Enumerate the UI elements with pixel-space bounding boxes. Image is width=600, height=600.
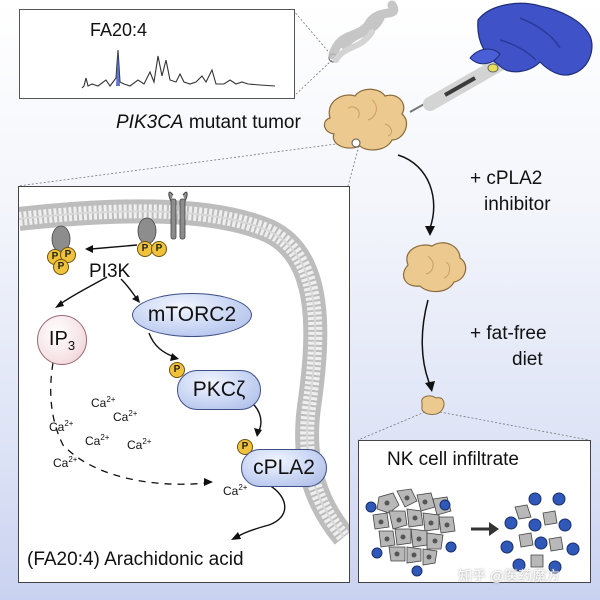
mtorc2-label: mTORC2 <box>147 303 237 326</box>
probe-band <box>444 76 476 97</box>
nk-title: NK cell infiltrate <box>387 449 519 470</box>
spectrum-label: FA20:4 <box>90 20 148 40</box>
zoom-line-left <box>17 141 352 187</box>
probe-button <box>487 63 499 73</box>
mtorc2-node: mTORC2 <box>132 293 252 337</box>
calcium-ion: Ca2+ <box>53 455 78 470</box>
arrow-to-small <box>421 299 431 386</box>
glove-hand <box>477 2 593 76</box>
tumor-medium <box>403 242 467 293</box>
arrow-to-medium <box>397 154 435 229</box>
cpla2-node: cPLA2 <box>241 449 327 487</box>
tumor-large <box>323 88 407 151</box>
calcium-ion: Ca2+ <box>49 419 74 434</box>
tumor-label-rest: mutant tumor <box>183 112 301 133</box>
tumor-label: PIK3CA mutant tumor <box>116 112 301 134</box>
zoom-line-top <box>292 9 333 57</box>
watermark: 知乎 @医药魔方 <box>458 568 561 584</box>
calcium-ion: Ca2+ <box>113 409 138 424</box>
pkc-node: PKCζ <box>177 370 261 410</box>
calcium-ion: Ca2+ <box>85 433 110 448</box>
ip3-node: IP3 <box>37 315 87 365</box>
gene-name: PIK3CA <box>116 112 184 133</box>
phospho-dot: P <box>53 259 69 275</box>
smoke-plume <box>328 0 399 60</box>
calcium-ion: Ca2+ <box>91 395 116 410</box>
calcium-ion: Ca2+ <box>223 483 248 498</box>
smoke-wisp <box>333 29 375 63</box>
tumor-large-texture <box>347 99 393 137</box>
treatment1-line1: + cPLA2 <box>470 168 543 189</box>
pkc-label: PKCζ <box>192 378 246 401</box>
pi3k-label: PI3K <box>89 261 131 282</box>
nk-cell-illustration <box>365 488 580 577</box>
calcium-ion: Ca2+ <box>127 437 152 452</box>
phospho-dot: P <box>169 362 185 378</box>
treatment2-line1: + fat-free <box>470 323 547 344</box>
tumor-small <box>421 395 445 415</box>
fa204-peak-highlight <box>116 50 120 86</box>
arachidonic-acid-label: (FA20:4) Arachidonic acid <box>27 549 244 570</box>
nk-infiltrate-panel: NK cell infiltrate <box>358 440 591 583</box>
nk-cells-many <box>500 492 580 574</box>
glove-thumb <box>469 48 501 65</box>
mass-spectrum-trace <box>81 49 276 89</box>
tumor-cell-cluster-dense <box>372 488 456 566</box>
treatment2-line2: diet <box>512 349 543 370</box>
ip3-label: IP3 <box>48 327 76 353</box>
nk-cells-few <box>365 499 457 577</box>
spectrum-panel: FA20:4 <box>19 9 295 99</box>
zoom-line-bottom <box>292 59 333 98</box>
phospho-dot: P <box>151 241 167 257</box>
tumor-cell-cluster-sparse <box>514 504 564 568</box>
pathway-panel: P P P P P PI3K mTORC2 IP3 P PKCζ P cPLA2… <box>18 186 350 583</box>
cpla2-label: cPLA2 <box>253 456 315 479</box>
tumor-sample-circle <box>351 138 361 148</box>
treatment1-line2: inhibitor <box>484 194 551 215</box>
glove-fold <box>499 17 561 61</box>
